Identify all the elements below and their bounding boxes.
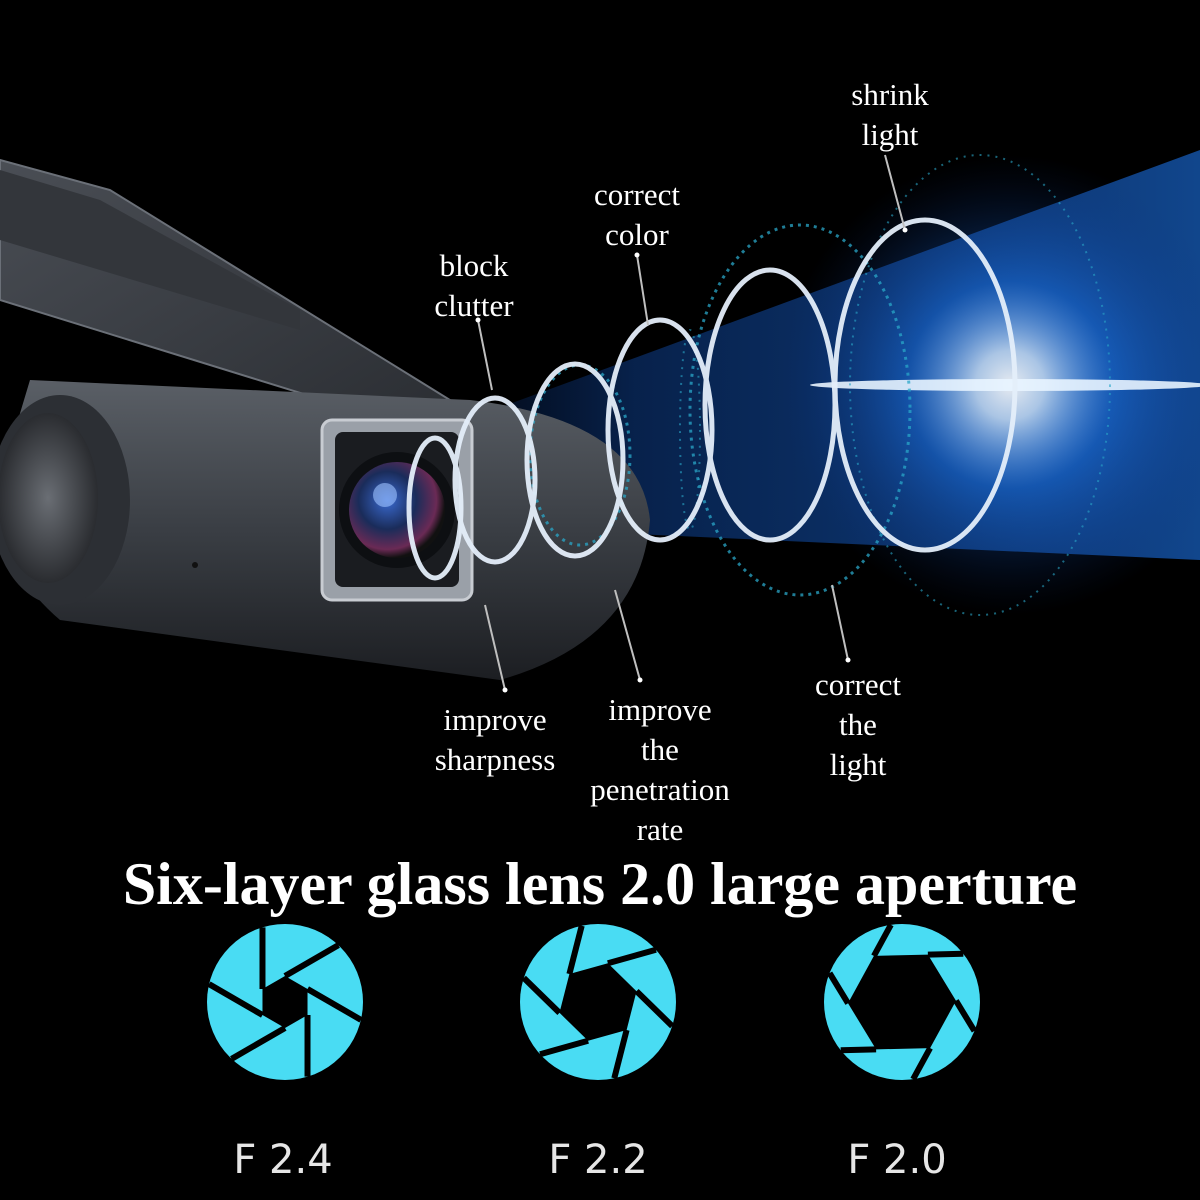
aperture-icon-f2.4 bbox=[207, 924, 363, 1080]
aperture-blade-edge bbox=[283, 942, 340, 979]
aperture-blade-edge bbox=[566, 924, 585, 975]
aperture-blade-edge bbox=[910, 1046, 933, 1081]
aperture-blade-edge bbox=[230, 1025, 287, 1062]
aperture-label-f2.4: F 2.4 bbox=[233, 1137, 333, 1183]
aperture-blade-edge bbox=[207, 981, 264, 1018]
aperture-opening bbox=[262, 976, 308, 1028]
aperture-blade-edge bbox=[521, 975, 562, 1015]
aperture-label-f2.2: F 2.2 bbox=[548, 1137, 648, 1183]
aperture-blade-edge bbox=[306, 986, 363, 1023]
aperture-blade-edge bbox=[634, 989, 675, 1029]
aperture-blade-edge bbox=[611, 1029, 630, 1080]
aperture-icon-f2.2 bbox=[520, 924, 676, 1080]
aperture-opening bbox=[848, 954, 956, 1050]
headline: Six-layer glass lens 2.0 large aperture bbox=[122, 851, 1078, 917]
aperture-blade-edge bbox=[871, 923, 894, 958]
aperture-blade-edge bbox=[840, 1046, 877, 1054]
camera-lens-icon bbox=[339, 452, 455, 568]
dash-camera-icon bbox=[0, 158, 650, 680]
aperture-blade-edge bbox=[953, 999, 977, 1033]
aperture-blade-edge bbox=[927, 950, 964, 958]
aperture-blade-edge bbox=[607, 946, 657, 967]
lens-element-icon bbox=[406, 217, 1018, 581]
aperture-blade-edge bbox=[827, 971, 851, 1005]
aperture-opening bbox=[559, 963, 637, 1041]
aperture-label-f2.0: F 2.0 bbox=[847, 1137, 947, 1183]
aperture-blade-edge bbox=[539, 1037, 589, 1058]
aperture-icon-f2.0 bbox=[824, 923, 980, 1081]
